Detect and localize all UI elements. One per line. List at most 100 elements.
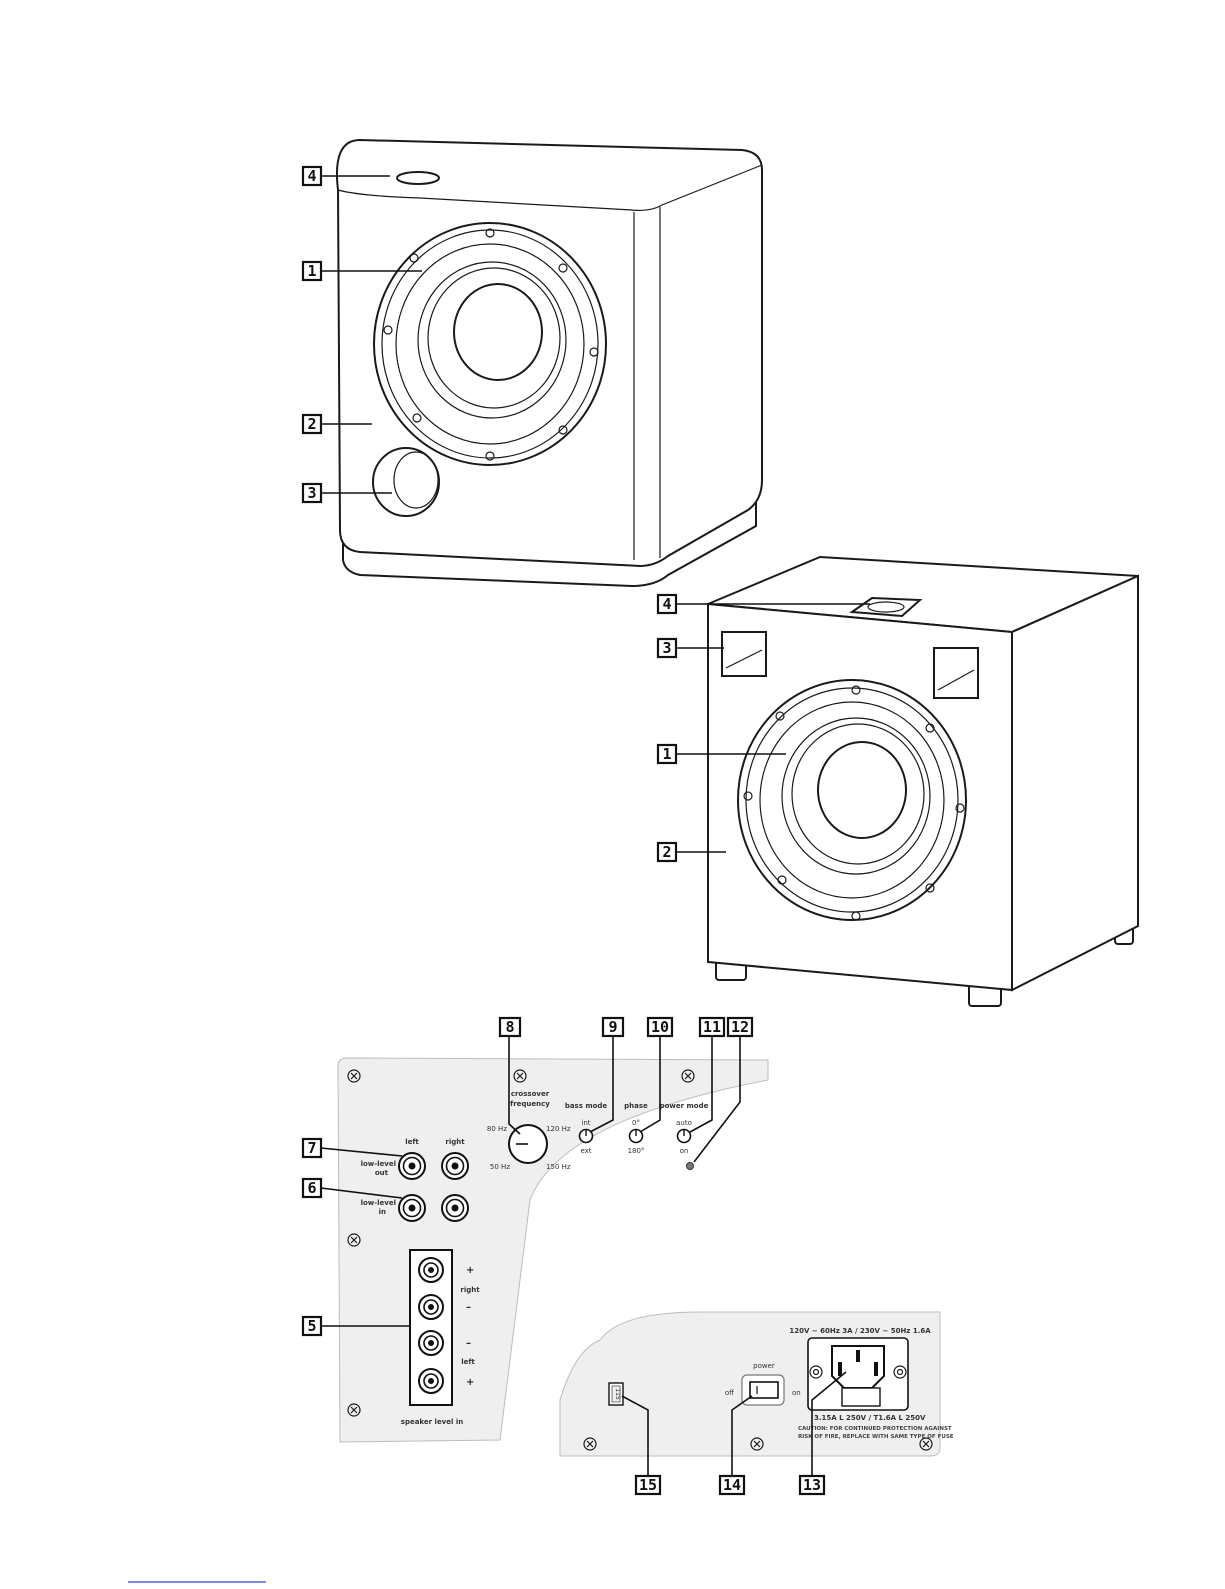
callout-2-top: 2 [301, 413, 372, 435]
power-switch-label: power [753, 1362, 775, 1370]
bass-port-left [721, 631, 767, 677]
phase-180: 180° [628, 1147, 645, 1155]
speaker-level-in-label: speaker level in [401, 1418, 463, 1426]
cabinet-top-edge [337, 164, 763, 212]
svg-text:9: 9 [608, 1018, 617, 1036]
power-mode-label: power mode [660, 1102, 709, 1110]
svg-text:12: 12 [731, 1018, 749, 1036]
callout-13: 13 [798, 1371, 847, 1496]
svg-text:3: 3 [662, 639, 671, 657]
svg-text:4: 4 [662, 595, 671, 613]
callout-3-top: 3 [301, 482, 392, 504]
bass-mode-label: bass mode [565, 1102, 608, 1110]
voltage-rating-label: 120V ~ 60Hz 3A / 230V ~ 50Hz 1.6A [789, 1327, 931, 1335]
low-level-in-left-jack[interactable] [398, 1194, 426, 1222]
woofer-cone-outer [417, 261, 567, 419]
phase-0: 0° [632, 1119, 640, 1127]
low-level-out-label: low-level [361, 1160, 396, 1168]
caution-line-2: RISK OF FIRE, REPLACE WITH SAME TYPE OF … [798, 1434, 954, 1440]
rca-jacks [398, 1152, 469, 1222]
woofer-frame-inner [759, 701, 945, 899]
woofer-cone [427, 267, 561, 409]
svg-text:10: 10 [651, 1018, 669, 1036]
low-level-in-right-jack[interactable] [441, 1194, 469, 1222]
woofer-cone-outer [781, 717, 931, 875]
svg-text:3: 3 [307, 484, 316, 502]
rca-left-label: left [405, 1138, 419, 1146]
svg-text:2: 2 [662, 843, 671, 861]
top-control-recess [849, 596, 923, 618]
svg-text:1: 1 [307, 262, 316, 280]
terminal-plus-sign: + [466, 1377, 474, 1388]
crossover-120hz: 120 Hz [546, 1125, 571, 1133]
phase-label: phase [624, 1102, 648, 1110]
bass-mode-int: int [581, 1119, 590, 1127]
power-rocker-switch[interactable] [749, 1381, 779, 1399]
bass-port [372, 447, 440, 517]
power-led-indicator [686, 1162, 694, 1170]
callout-8: 8 [498, 1016, 522, 1135]
svg-text:15: 15 [639, 1476, 657, 1494]
svg-text:13: 13 [803, 1476, 821, 1494]
crossover-80hz: 80 Hz [487, 1125, 507, 1133]
power-mode-auto: auto [676, 1119, 692, 1127]
speaker-left-minus-terminal[interactable] [418, 1330, 444, 1356]
low-level-out-right-jack[interactable] [441, 1152, 469, 1180]
speaker-right-plus-terminal[interactable] [418, 1257, 444, 1283]
woofer-dust-cap [453, 283, 543, 381]
callout-4-mid: 4 [656, 593, 870, 615]
iec-power-inlet [807, 1337, 909, 1411]
callout-14: 14 [718, 1395, 753, 1496]
low-level-in-label: low-level [361, 1199, 396, 1207]
fuse-rating-label: 3.15A L 250V / T1.6A L 250V [814, 1414, 926, 1422]
svg-text:6: 6 [307, 1179, 316, 1197]
crossover-label-2: frequency [510, 1100, 550, 1108]
callout-7: 7 [301, 1137, 403, 1159]
callout-9: 9 [589, 1016, 625, 1133]
svg-text:8: 8 [505, 1018, 514, 1036]
callout-10: 10 [639, 1016, 674, 1133]
rca-right-label: right [445, 1138, 465, 1146]
power-off-label: off [725, 1389, 734, 1397]
top-control-knob [396, 171, 440, 185]
svg-text:5: 5 [307, 1317, 316, 1335]
terminal-minus-sign: – [466, 1302, 471, 1313]
crossover-150hz: 150 Hz [546, 1163, 571, 1171]
woofer-frame-inner [395, 243, 585, 445]
svg-text:2: 2 [307, 415, 316, 433]
bass-port-right [933, 647, 979, 699]
bass-mode-ext: ext [580, 1147, 591, 1155]
panel-screws [347, 1069, 933, 1451]
speaker-left-label: left [461, 1358, 475, 1366]
callout-4-top: 4 [301, 165, 390, 187]
bass-port-inner [393, 451, 439, 509]
speaker-left-plus-terminal[interactable] [418, 1368, 444, 1394]
driver-screws [383, 228, 599, 461]
speaker-terminals [418, 1257, 444, 1394]
power-on-label: on [792, 1389, 801, 1397]
terminal-plus-sign: + [466, 1265, 474, 1276]
caution-line-1: CAUTION: FOR CONTINUED PROTECTION AGAINS… [798, 1426, 952, 1432]
cabinet-side [1011, 574, 1139, 992]
svg-text:11: 11 [703, 1018, 721, 1036]
driver-screws [743, 685, 965, 921]
woofer-dust-cap [817, 741, 907, 839]
low-level-out-left-jack[interactable] [398, 1152, 426, 1180]
callout-6: 6 [301, 1177, 403, 1199]
speaker-right-minus-terminal[interactable] [418, 1294, 444, 1320]
svg-text:7: 7 [307, 1139, 316, 1157]
top-control-knob [867, 601, 905, 613]
speaker-right-label: right [460, 1286, 480, 1294]
woofer-frame-ring [381, 229, 599, 459]
fuse-holder[interactable] [841, 1387, 881, 1407]
subwoofer-front-box [707, 555, 1139, 1007]
crossover-label: crossover [511, 1090, 550, 1098]
callout-3-mid: 3 [656, 637, 724, 659]
power-mode-on: on [680, 1147, 689, 1155]
voltage-selector-value: 115 [614, 1388, 621, 1400]
terminal-minus-sign: – [466, 1338, 471, 1349]
callout-1-mid: 1 [656, 743, 786, 765]
callout-1-top: 1 [301, 260, 422, 282]
